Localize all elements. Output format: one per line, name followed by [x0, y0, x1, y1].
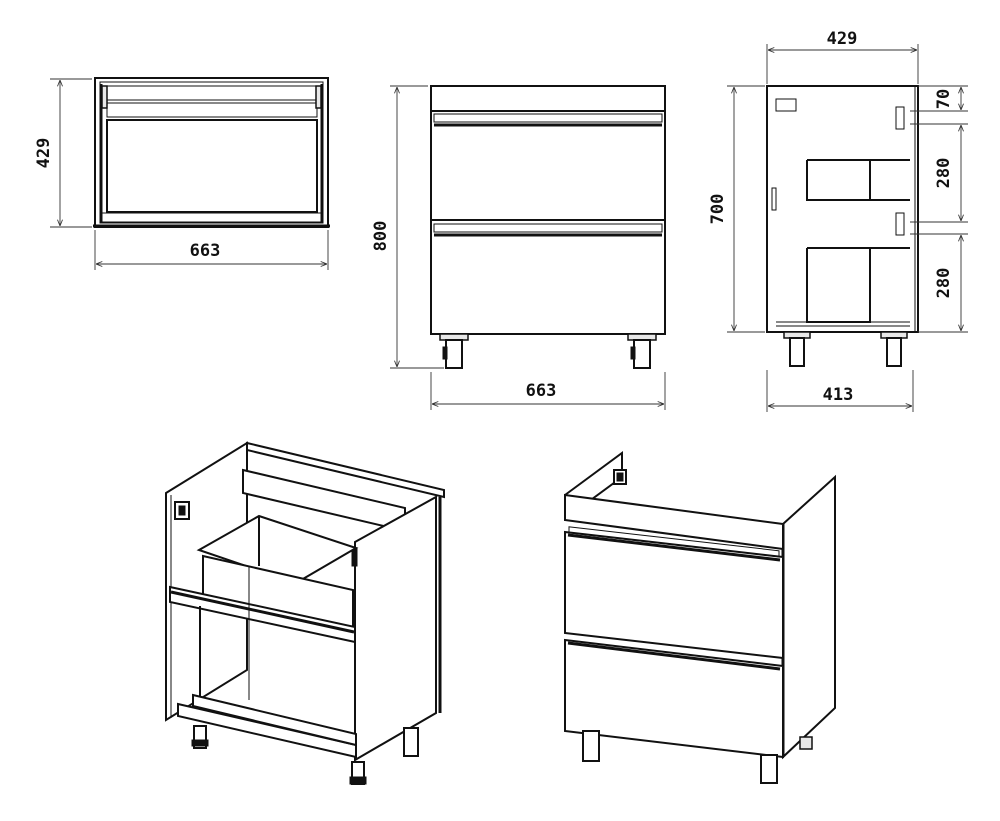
front-view-height-label: 800 [371, 221, 391, 252]
front-left-leg [439, 333, 469, 369]
top-view-depth-label: 429 [34, 138, 54, 169]
side-view-segment-3-label: 280 [934, 268, 954, 299]
front-view: 800 663 [371, 85, 666, 410]
front-view-width-label: 663 [526, 381, 557, 401]
isometric-open-cabinet [165, 441, 445, 785]
side-view: 429 700 70 280 280 413 [708, 29, 968, 412]
side-right-leg [880, 331, 908, 367]
top-view-width-label: 663 [190, 241, 221, 261]
side-view-height-label: 700 [708, 194, 728, 225]
side-view-depth-bottom-label: 413 [823, 385, 854, 405]
side-view-depth-top-label: 429 [827, 29, 858, 49]
side-left-leg [783, 331, 811, 367]
top-view: 429 663 [34, 77, 330, 270]
front-right-leg [627, 333, 657, 369]
isometric-closed-cabinet [564, 451, 836, 784]
side-view-segment-1-label: 70 [934, 89, 954, 109]
side-view-segment-2-label: 280 [934, 158, 954, 189]
